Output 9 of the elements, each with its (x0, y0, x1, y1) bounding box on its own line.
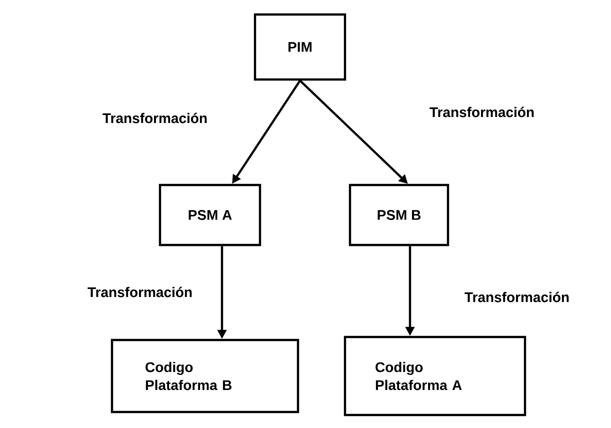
process-box: PSM A (158, 184, 262, 246)
process-box: PSM B (348, 184, 450, 246)
process-box: Codigo Plataforma B (110, 338, 300, 414)
edge-label: Transformación (86, 286, 194, 298)
process-box: PIM (254, 13, 346, 81)
edge-label: Transformación (463, 290, 570, 304)
edge-label: Transformación (102, 112, 209, 124)
process-box: Codigo Plataforma A (344, 336, 526, 416)
edge-label: Transformación (428, 106, 536, 118)
